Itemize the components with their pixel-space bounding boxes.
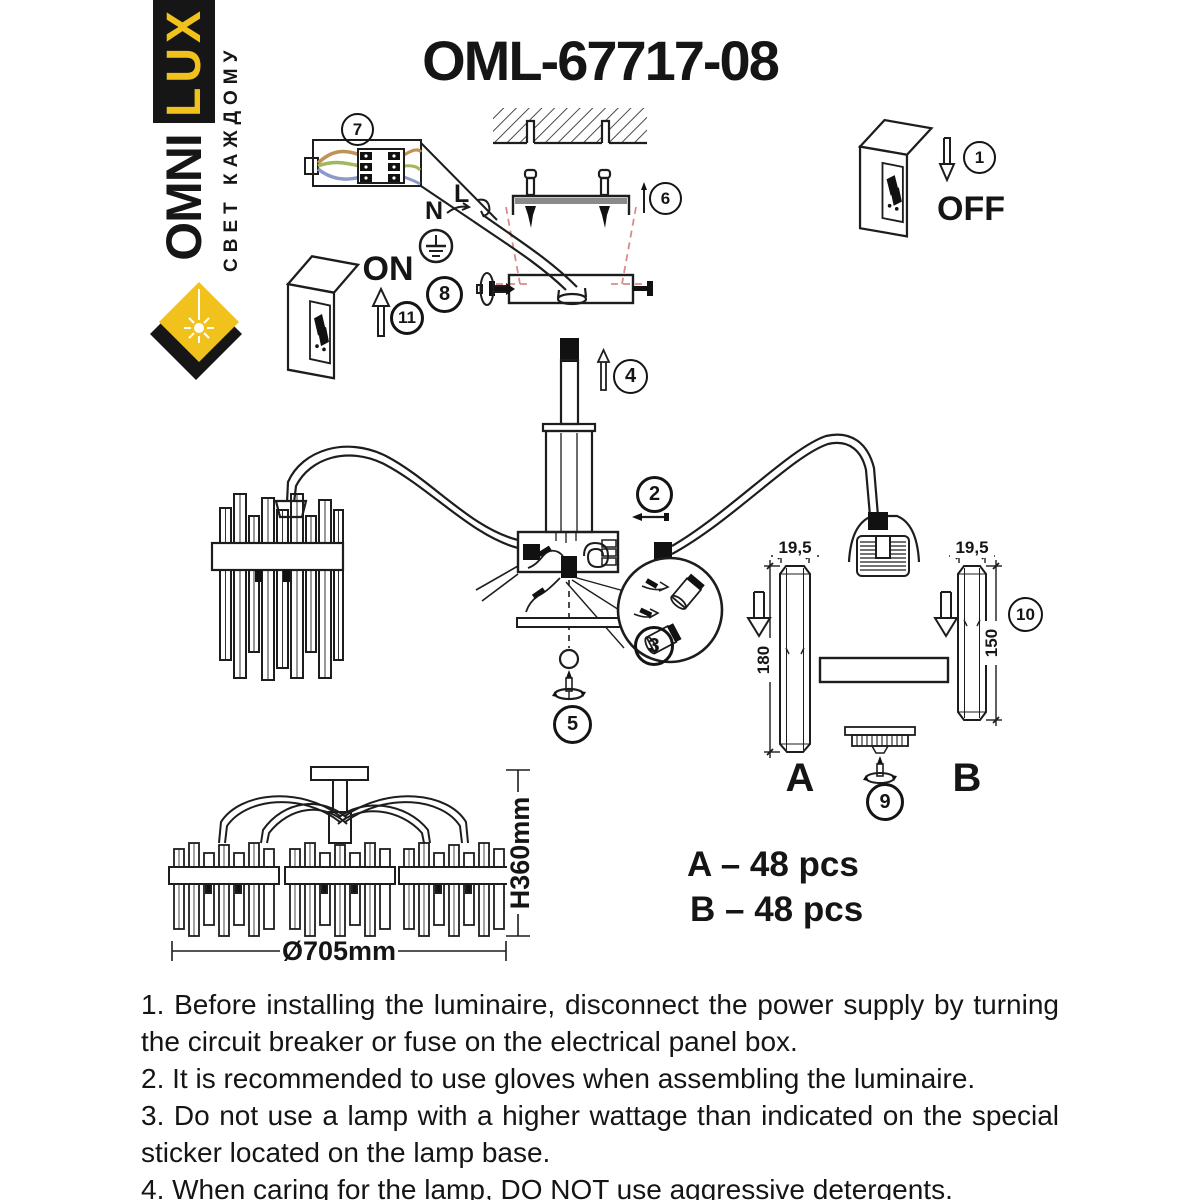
crystal-a-width: 19,5 xyxy=(773,538,817,558)
off-label: OFF xyxy=(937,190,1005,228)
callout-6: 6 xyxy=(649,182,682,215)
height-dimension: H360mm xyxy=(505,792,535,914)
crystal-b-diagram xyxy=(818,549,1002,784)
callout-7: 7 xyxy=(341,113,374,146)
screw-washer-icon xyxy=(476,272,515,306)
omnilux-logo-mark xyxy=(150,282,242,380)
neutral-label: N xyxy=(425,197,444,225)
terminal-box-diagram xyxy=(304,139,498,264)
quantity-a: A – 48 pcs xyxy=(687,845,859,884)
callout-5: 5 xyxy=(553,705,592,744)
callout-3: 3 xyxy=(634,626,674,666)
page-title: OML-67717-08 xyxy=(422,29,780,92)
callout-8: 8 xyxy=(426,276,463,313)
brand-tagline-wrap: СВЕТ КАЖДОМУ xyxy=(219,0,245,272)
instructions-block: 1. Before installing the luminaire, disc… xyxy=(141,986,1059,1200)
on-label: ON xyxy=(362,250,414,288)
ceiling-mount-diagram xyxy=(472,108,653,306)
off-switch-diagram xyxy=(858,118,956,238)
crystal-b-width: 19,5 xyxy=(950,538,994,558)
instruction-4: 4. When caring for the lamp, DO NOT use … xyxy=(141,1174,953,1200)
on-switch-diagram xyxy=(286,255,391,380)
brand-wordmark: OMNI LUX xyxy=(152,0,216,265)
callout-11: 11 xyxy=(390,301,424,335)
callout-2: 2 xyxy=(636,476,673,513)
live-label: L xyxy=(454,180,470,208)
diameter-dimension: Ø705mm xyxy=(280,936,398,966)
chandelier-assembly-diagram xyxy=(274,338,921,701)
brand-tagline: СВЕТ КАЖДОМУ xyxy=(221,44,242,272)
brand-omni: OMNI xyxy=(156,134,212,261)
crystal-a-height: 180 xyxy=(754,638,774,682)
callout-1: 1 xyxy=(963,141,996,174)
callout-10: 10 xyxy=(1008,597,1043,632)
crystal-b-height: 150 xyxy=(982,621,1002,665)
crystal-a-label: A xyxy=(785,756,815,800)
brand-lux: LUX xyxy=(153,0,215,123)
instruction-1: 1. Before installing the luminaire, disc… xyxy=(141,989,1059,1057)
left-shade-diagram xyxy=(210,493,345,681)
callout-4: 4 xyxy=(613,359,648,394)
crystal-b-label: B xyxy=(952,756,982,800)
instruction-3: 3. Do not use a lamp with a higher watta… xyxy=(141,1100,1059,1168)
callout-9: 9 xyxy=(866,783,904,821)
quantity-b: B – 48 pcs xyxy=(690,890,864,929)
instruction-2: 2. It is recommended to use gloves when … xyxy=(141,1063,976,1094)
front-view-diagram xyxy=(168,766,530,961)
